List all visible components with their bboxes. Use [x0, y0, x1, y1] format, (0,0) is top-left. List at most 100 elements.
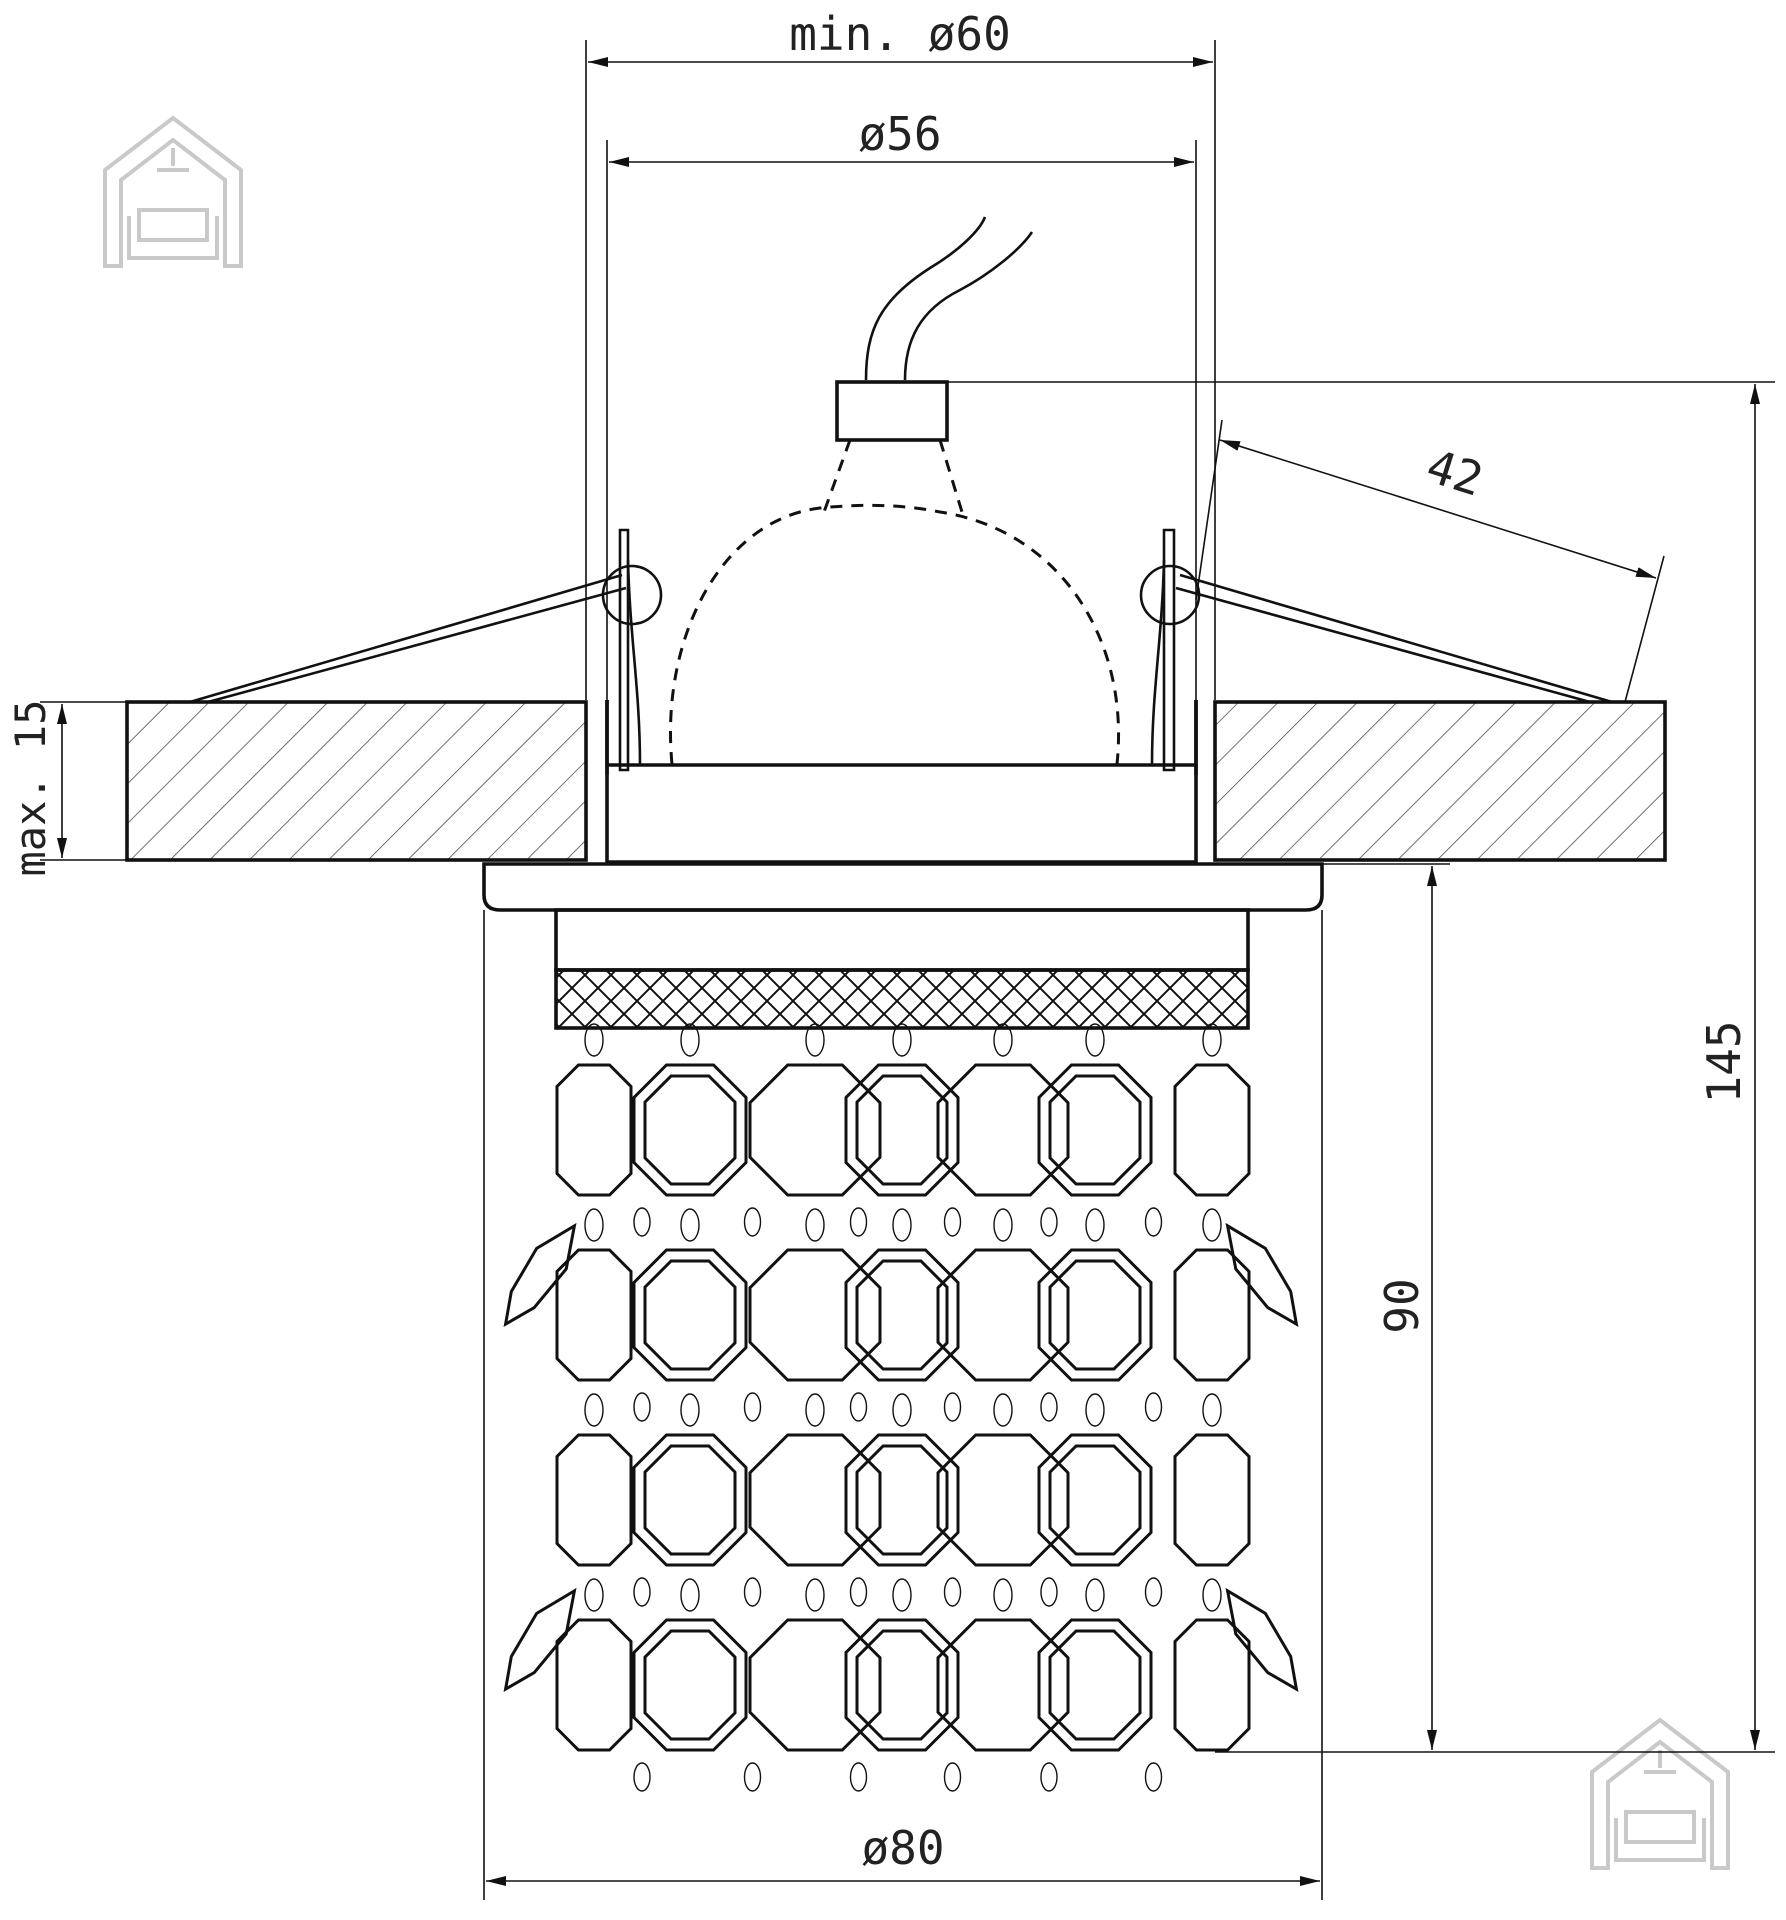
- crystal-facet: [855, 1629, 949, 1741]
- crystal-link: [943, 1762, 962, 1792]
- crystal-link: [993, 1023, 1013, 1057]
- dimension-spring-reach: 42: [1420, 439, 1489, 507]
- crystal-link: [805, 1578, 825, 1612]
- crystal-facet: [643, 1074, 737, 1186]
- crystal-bead: [844, 1618, 960, 1752]
- crystal-bead: [936, 1248, 1070, 1382]
- crystal-link: [633, 1392, 651, 1422]
- crystal-facet: [1048, 1074, 1142, 1186]
- crystal-link: [743, 1207, 762, 1237]
- crystal-link: [584, 1393, 604, 1427]
- crystal-facet: [1048, 1259, 1142, 1371]
- crystal-bead: [632, 1248, 748, 1382]
- crystal-link: [680, 1393, 700, 1427]
- crystal-bead: [1037, 1433, 1153, 1567]
- crystal-bead: [1173, 1063, 1251, 1197]
- crystal-facet: [1048, 1444, 1142, 1556]
- crystal-pendants: [503, 1023, 1299, 1792]
- crystal-link: [943, 1207, 962, 1237]
- crystal-link: [892, 1023, 912, 1057]
- crystal-bead: [1037, 1063, 1153, 1197]
- dimension-visible-height: 90: [1375, 1278, 1429, 1333]
- crystal-bead: [748, 1063, 882, 1197]
- crystal-bead: [555, 1063, 633, 1197]
- crystal-bead: [1173, 1618, 1251, 1752]
- crystal-holder-mesh: [554, 968, 1250, 1030]
- crystal-link: [633, 1762, 651, 1792]
- crystal-link: [680, 1208, 700, 1242]
- crystal-link: [849, 1392, 868, 1422]
- crystal-drop: [503, 1587, 577, 1693]
- crystal-link: [1085, 1578, 1105, 1612]
- power-cable: [864, 216, 1034, 381]
- trim-ring: [482, 862, 1324, 912]
- crystal-bead: [844, 1433, 960, 1567]
- crystal-link: [633, 1207, 651, 1237]
- crystal-link: [805, 1023, 825, 1057]
- crystal-link: [584, 1208, 604, 1242]
- crystal-link: [584, 1578, 604, 1612]
- crystal-link: [805, 1393, 825, 1427]
- crystal-holder-band: [554, 908, 1250, 972]
- crystal-facet: [643, 1629, 737, 1741]
- crystal-link: [680, 1023, 700, 1057]
- crystal-facet: [643, 1444, 737, 1556]
- dimension-outer-diameter: ø80: [861, 1821, 944, 1875]
- crystal-facet: [855, 1074, 949, 1186]
- crystal-link: [743, 1392, 762, 1422]
- spring-clip-right: [1139, 528, 1613, 772]
- crystal-bead: [936, 1618, 1070, 1752]
- crystal-link: [993, 1393, 1013, 1427]
- crystal-link: [1202, 1393, 1222, 1427]
- dimension-fixture-diameter: ø56: [858, 107, 941, 161]
- dimension-min-cutout: min. ø60: [789, 7, 1011, 61]
- crystal-bead: [1037, 1618, 1153, 1752]
- crystal-link: [805, 1208, 825, 1242]
- crystal-link: [943, 1577, 962, 1607]
- crystal-bead: [632, 1433, 748, 1567]
- crystal-link: [680, 1578, 700, 1612]
- crystal-bead: [748, 1433, 882, 1567]
- crystal-bead: [844, 1248, 960, 1382]
- crystal-bead: [632, 1618, 748, 1752]
- crystal-link: [743, 1577, 762, 1607]
- crystal-bead: [936, 1433, 1070, 1567]
- cable-connector: [835, 380, 949, 442]
- crystal-link: [1040, 1392, 1058, 1422]
- house-logo-icon: [1590, 1717, 1730, 1870]
- ceiling-slab-left: [125, 700, 588, 862]
- crystal-link: [584, 1023, 604, 1057]
- fixture-housing: [605, 700, 1198, 864]
- crystal-bead: [555, 1248, 633, 1382]
- crystal-link: [849, 1762, 868, 1792]
- crystal-link: [1144, 1762, 1163, 1792]
- crystal-facet: [1048, 1629, 1142, 1741]
- crystal-link: [849, 1207, 868, 1237]
- crystal-link: [993, 1208, 1013, 1242]
- crystal-link: [943, 1392, 962, 1422]
- dimension-total-height: 145: [1697, 1020, 1751, 1103]
- crystal-link: [743, 1762, 762, 1792]
- dimension-ceiling-thickness: max. 15: [6, 699, 55, 876]
- crystal-link: [892, 1393, 912, 1427]
- crystal-bead: [748, 1248, 882, 1382]
- crystal-bead: [632, 1063, 748, 1197]
- crystal-link: [1040, 1577, 1058, 1607]
- crystal-bead: [555, 1433, 633, 1567]
- crystal-link: [892, 1578, 912, 1612]
- crystal-link: [1085, 1393, 1105, 1427]
- crystal-link: [1202, 1578, 1222, 1612]
- crystal-link: [993, 1578, 1013, 1612]
- crystal-link: [892, 1208, 912, 1242]
- crystal-drop: [503, 1222, 577, 1328]
- dimension-lines: [40, 40, 1775, 1900]
- lamp-bulb-outline: [669, 439, 1120, 765]
- crystal-drop: [1225, 1587, 1299, 1693]
- crystal-bead: [844, 1063, 960, 1197]
- house-logo-icon: [103, 115, 243, 268]
- crystal-link: [1040, 1207, 1058, 1237]
- crystal-facet: [855, 1259, 949, 1371]
- crystal-link: [1040, 1762, 1058, 1792]
- crystal-bead: [936, 1063, 1070, 1197]
